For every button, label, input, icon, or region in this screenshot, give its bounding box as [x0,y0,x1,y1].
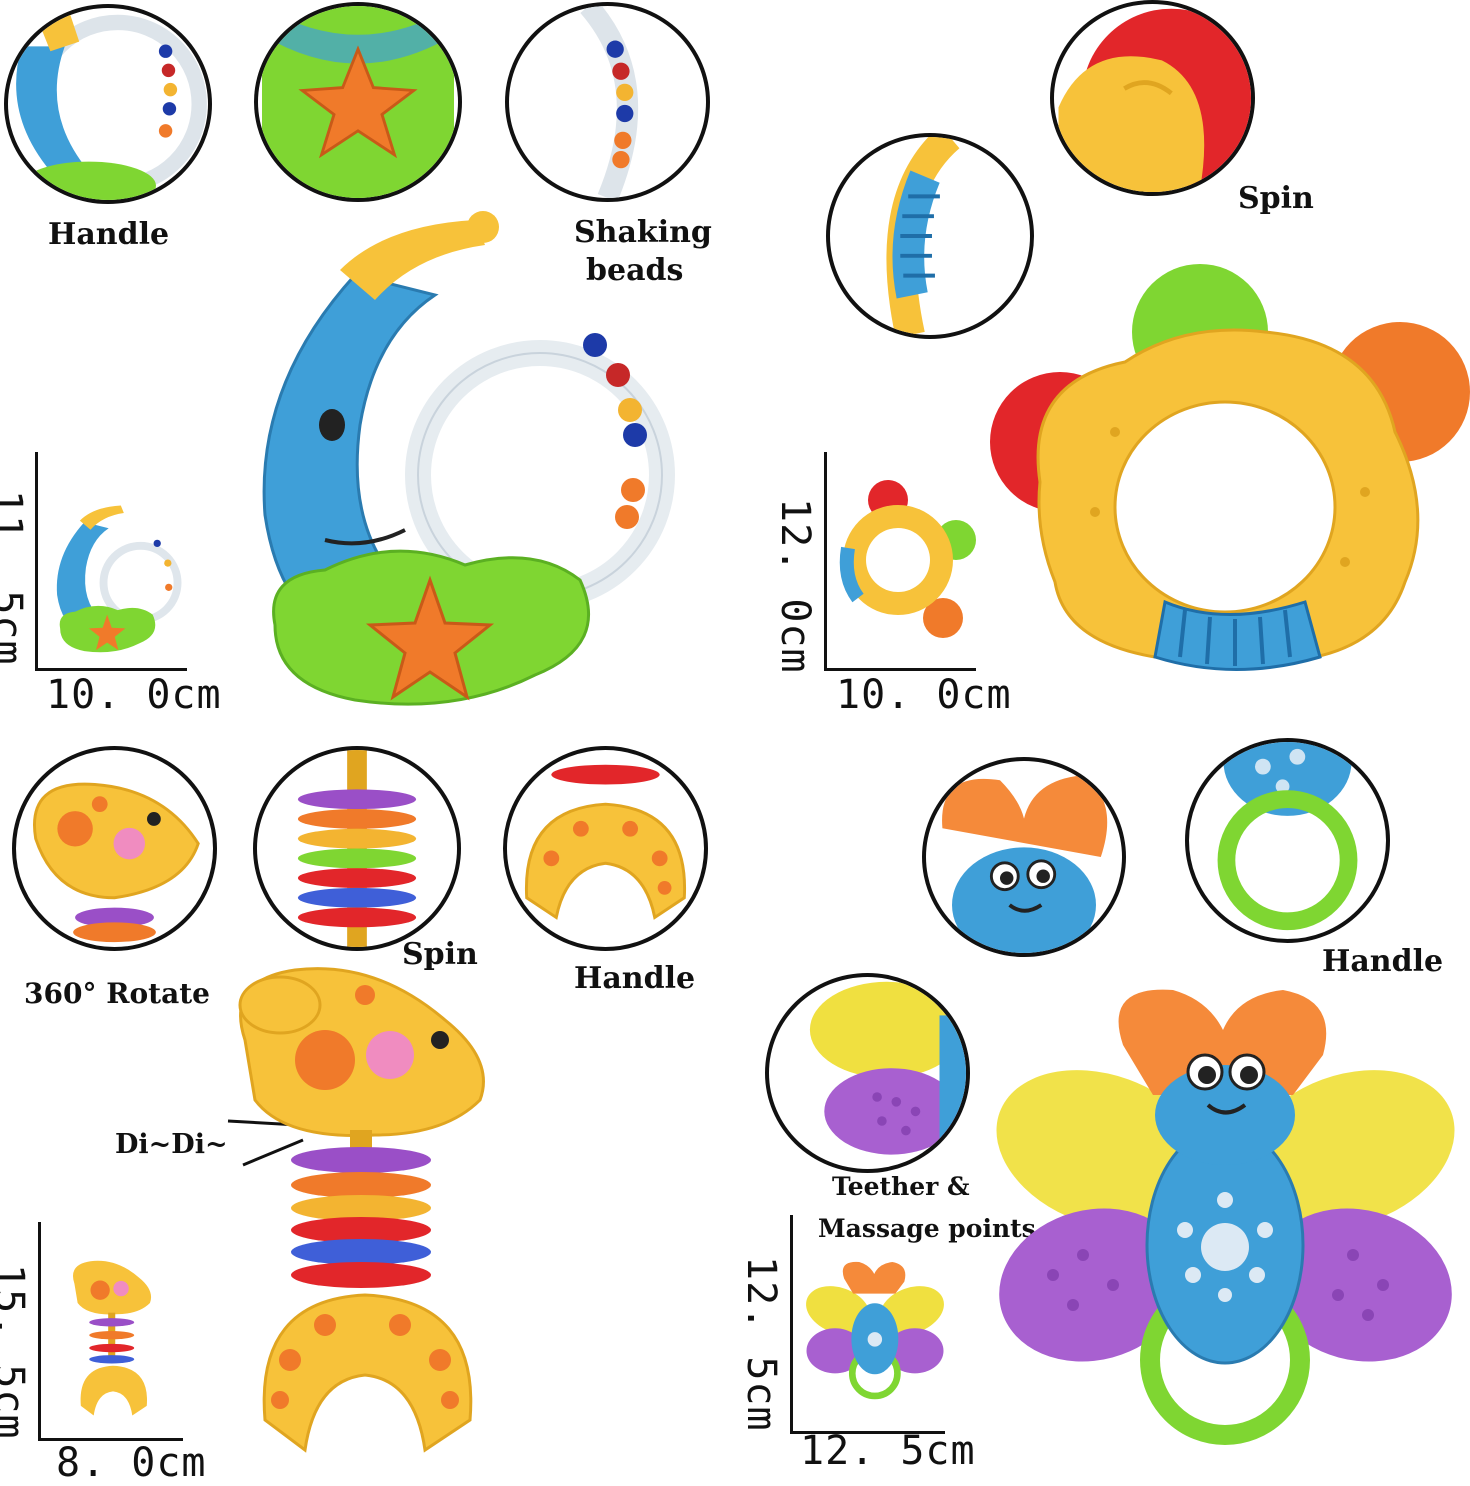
flower-dim-horizontal-axis [824,668,976,671]
giraffe-rattle-main-image [238,967,485,1453]
moon-beads-detail-image [580,6,639,198]
moon-star-detail-circle [254,2,462,202]
bee-wing-detail-image [809,981,966,1155]
giraffe-sound-label: Di~Di~ [115,1129,228,1160]
flower-dim-height: 12. 0cm [772,498,818,674]
bee-wing-detail-circle [765,973,970,1173]
flower-spin-label: Spin [1238,181,1314,216]
flower-grip-detail-image [886,137,960,335]
moon-handle-label: Handle [48,217,170,252]
giraffe-spin-detail-image [297,750,417,947]
bee-teether-main-image [996,989,1455,1445]
moon-beads-label-line2: beads [586,253,684,288]
flower-spin-detail-circle [1050,0,1255,196]
bee-ring-detail-circle [1185,738,1390,943]
flower-teether-thumbnail-image [839,480,976,638]
moon-dim-width: 10. 0cm [46,672,222,718]
moon-rattle-main-image [262,211,675,706]
moon-star-detail-image [262,6,454,198]
bee-face-detail-circle [922,757,1126,957]
bee-dim-height: 12. 5cm [738,1256,784,1432]
giraffe-dim-vertical-axis [38,1222,41,1440]
giraffe-handle-detail-image [524,764,687,920]
bee-dim-horizontal-axis [790,1431,945,1434]
flower-spin-detail-image [1058,8,1251,192]
giraffe-handle-detail-circle [503,746,708,951]
bee-face-detail-image [942,775,1108,953]
giraffe-dim-height: 15. 5cm [0,1264,32,1440]
moon-handle-detail-image [16,12,207,200]
moon-handle-detail-circle [4,4,212,204]
giraffe-handle-label: Handle [574,961,696,996]
flower-dim-vertical-axis [824,452,827,670]
giraffe-head-detail-image [33,782,200,943]
bee-teether-thumbnail-image [806,1261,944,1400]
flower-dim-width: 10. 0cm [836,672,1012,718]
moon-dim-vertical-axis [35,452,38,670]
bee-teether-label-line1: Teether & [832,1172,970,1201]
giraffe-spin-detail-circle [253,746,461,951]
moon-dim-horizontal-axis [35,668,187,671]
moon-dim-height: 11. 5cm [0,490,30,666]
bee-teether-label-line2: Massage points [818,1214,1036,1243]
giraffe-dim-horizontal-axis [38,1438,183,1441]
giraffe-rotate-label: 360° Rotate [24,977,210,1010]
moon-beads-label-line1: Shaking [574,215,712,250]
flower-teether-main-image [990,264,1470,671]
giraffe-dim-width: 8. 0cm [56,1440,207,1486]
giraffe-spin-label: Spin [402,937,478,972]
flower-grip-detail-circle [826,133,1034,339]
moon-beads-detail-circle [505,2,710,202]
moon-rattle-thumbnail-image [56,505,182,653]
bee-handle-label: Handle [1322,944,1444,979]
bee-dim-vertical-axis [790,1215,793,1433]
bee-ring-detail-image [1217,742,1358,931]
giraffe-rattle-thumbnail-image [73,1260,152,1416]
bee-dim-width: 12. 5cm [800,1428,976,1474]
giraffe-head-detail-circle [12,746,217,951]
